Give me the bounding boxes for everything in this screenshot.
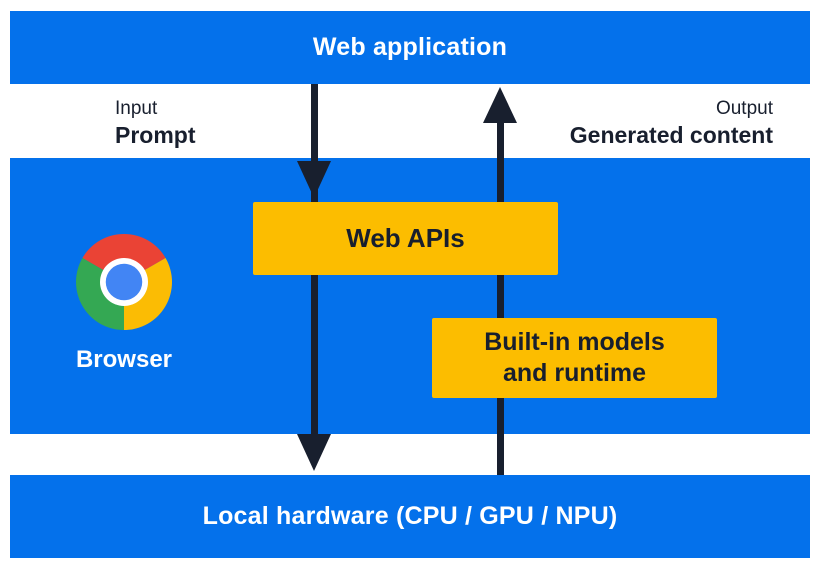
input-value: Prompt (115, 122, 196, 148)
web-application-label: Web application (312, 33, 508, 61)
builtin-models-label-line2: and runtime (502, 359, 647, 387)
chrome-blue-center (105, 263, 143, 301)
input-caption: Input (115, 98, 158, 119)
down-arrowhead-icon (297, 161, 331, 198)
builtin-models-box: Built-in models and runtime (432, 318, 717, 398)
output-label-group: Output Generated content (570, 97, 773, 149)
web-apis-label: Web APIs (346, 223, 465, 253)
local-hardware-label: Local hardware (CPU / GPU / NPU) (202, 502, 618, 530)
local-hardware-bar: Local hardware (CPU / GPU / NPU) (10, 475, 810, 558)
up-arrowhead-icon (483, 87, 517, 123)
down-arrowhead-icon (297, 434, 331, 471)
chrome-icon (76, 234, 172, 330)
builtin-models-label-line1: Built-in models (484, 328, 665, 356)
browser-label: Browser (75, 346, 173, 373)
output-value: Generated content (569, 122, 773, 148)
web-apis-box: Web APIs (253, 202, 558, 275)
output-caption: Output (715, 98, 773, 119)
up-arrow-line (497, 112, 504, 475)
web-application-bar: Web application (10, 11, 810, 84)
input-label-group: Input Prompt (115, 97, 196, 149)
